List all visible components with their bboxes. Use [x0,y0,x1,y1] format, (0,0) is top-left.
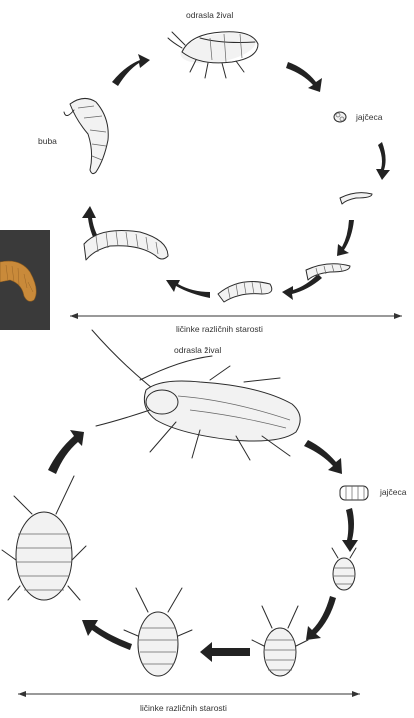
cockroach-nymph-4 [2,476,86,600]
cockroach-eggs-label: jajčeca [380,487,406,497]
cockroach-adult-label: odrasla žival [174,345,221,355]
cockroach-eggs-drawing [340,486,368,500]
cockroach-nymph-3 [124,588,192,676]
cockroach-nymph-2 [252,606,308,676]
cockroach-nymph-1 [332,548,356,590]
cockroach-nymphs-label: ličinke različnih starosti [140,703,227,713]
cockroach-nymphs-range-line [18,691,360,697]
